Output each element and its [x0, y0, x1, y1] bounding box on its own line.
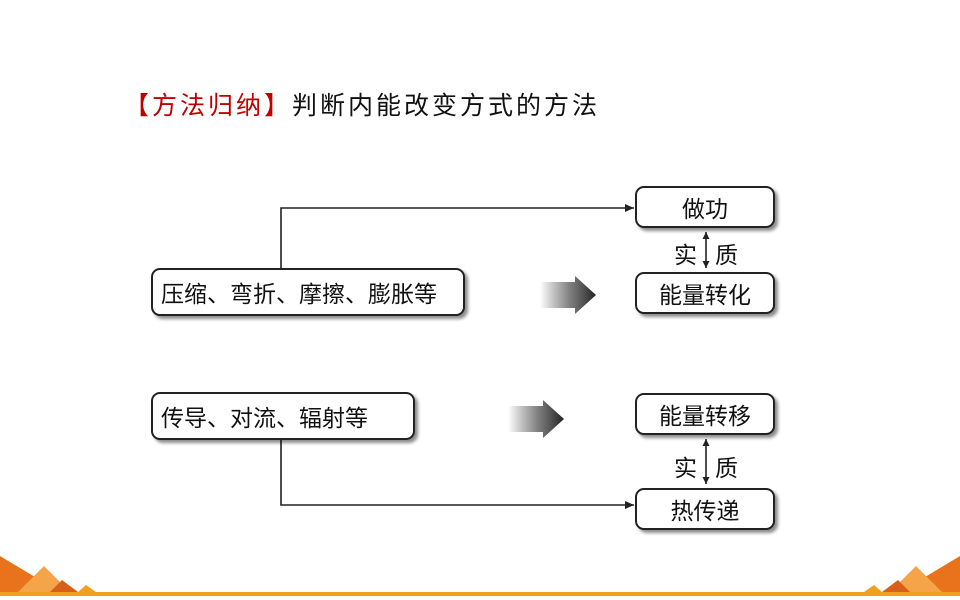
target-box-energy-transfer: 能量转移 — [635, 393, 775, 435]
fade-arrow-1 — [540, 276, 596, 314]
connector-src1-to-zuogong — [280, 204, 634, 268]
target-box-energy-conversion: 能量转化 — [635, 272, 775, 314]
essence-label-1-left: 实 — [674, 243, 697, 269]
source-box-heat: 传导、对流、辐射等 — [151, 392, 415, 440]
target-text-energy-transfer: 能量转移 — [659, 404, 751, 430]
title-text: 判断内能改变方式的方法 — [292, 91, 601, 120]
target-text-energy-conversion: 能量转化 — [659, 283, 751, 309]
footer-line — [0, 592, 960, 596]
title-tag: 【方法归纳】 — [124, 91, 293, 120]
decor-bottom-left — [0, 556, 96, 592]
target-text-heat-transfer: 热传递 — [670, 499, 740, 525]
essence-label-2-right: 质 — [715, 456, 738, 482]
target-box-heat-transfer: 热传递 — [635, 488, 775, 530]
essence-label-2-left: 实 — [674, 456, 697, 482]
source-text-heat: 传导、对流、辐射等 — [161, 406, 368, 432]
connector-src2-to-rcd — [280, 440, 634, 509]
source-text-work: 压缩、弯折、摩擦、膨胀等 — [161, 282, 437, 308]
fade-arrow-2 — [508, 400, 564, 438]
source-box-work: 压缩、弯折、摩擦、膨胀等 — [151, 268, 465, 316]
target-text-zuogong: 做功 — [682, 197, 728, 223]
decor-bottom-right — [864, 556, 960, 592]
target-box-zuogong: 做功 — [635, 186, 775, 228]
essence-label-1-right: 质 — [715, 243, 738, 269]
slide-title: 【方法归纳】判断内能改变方式的方法 — [124, 88, 600, 124]
